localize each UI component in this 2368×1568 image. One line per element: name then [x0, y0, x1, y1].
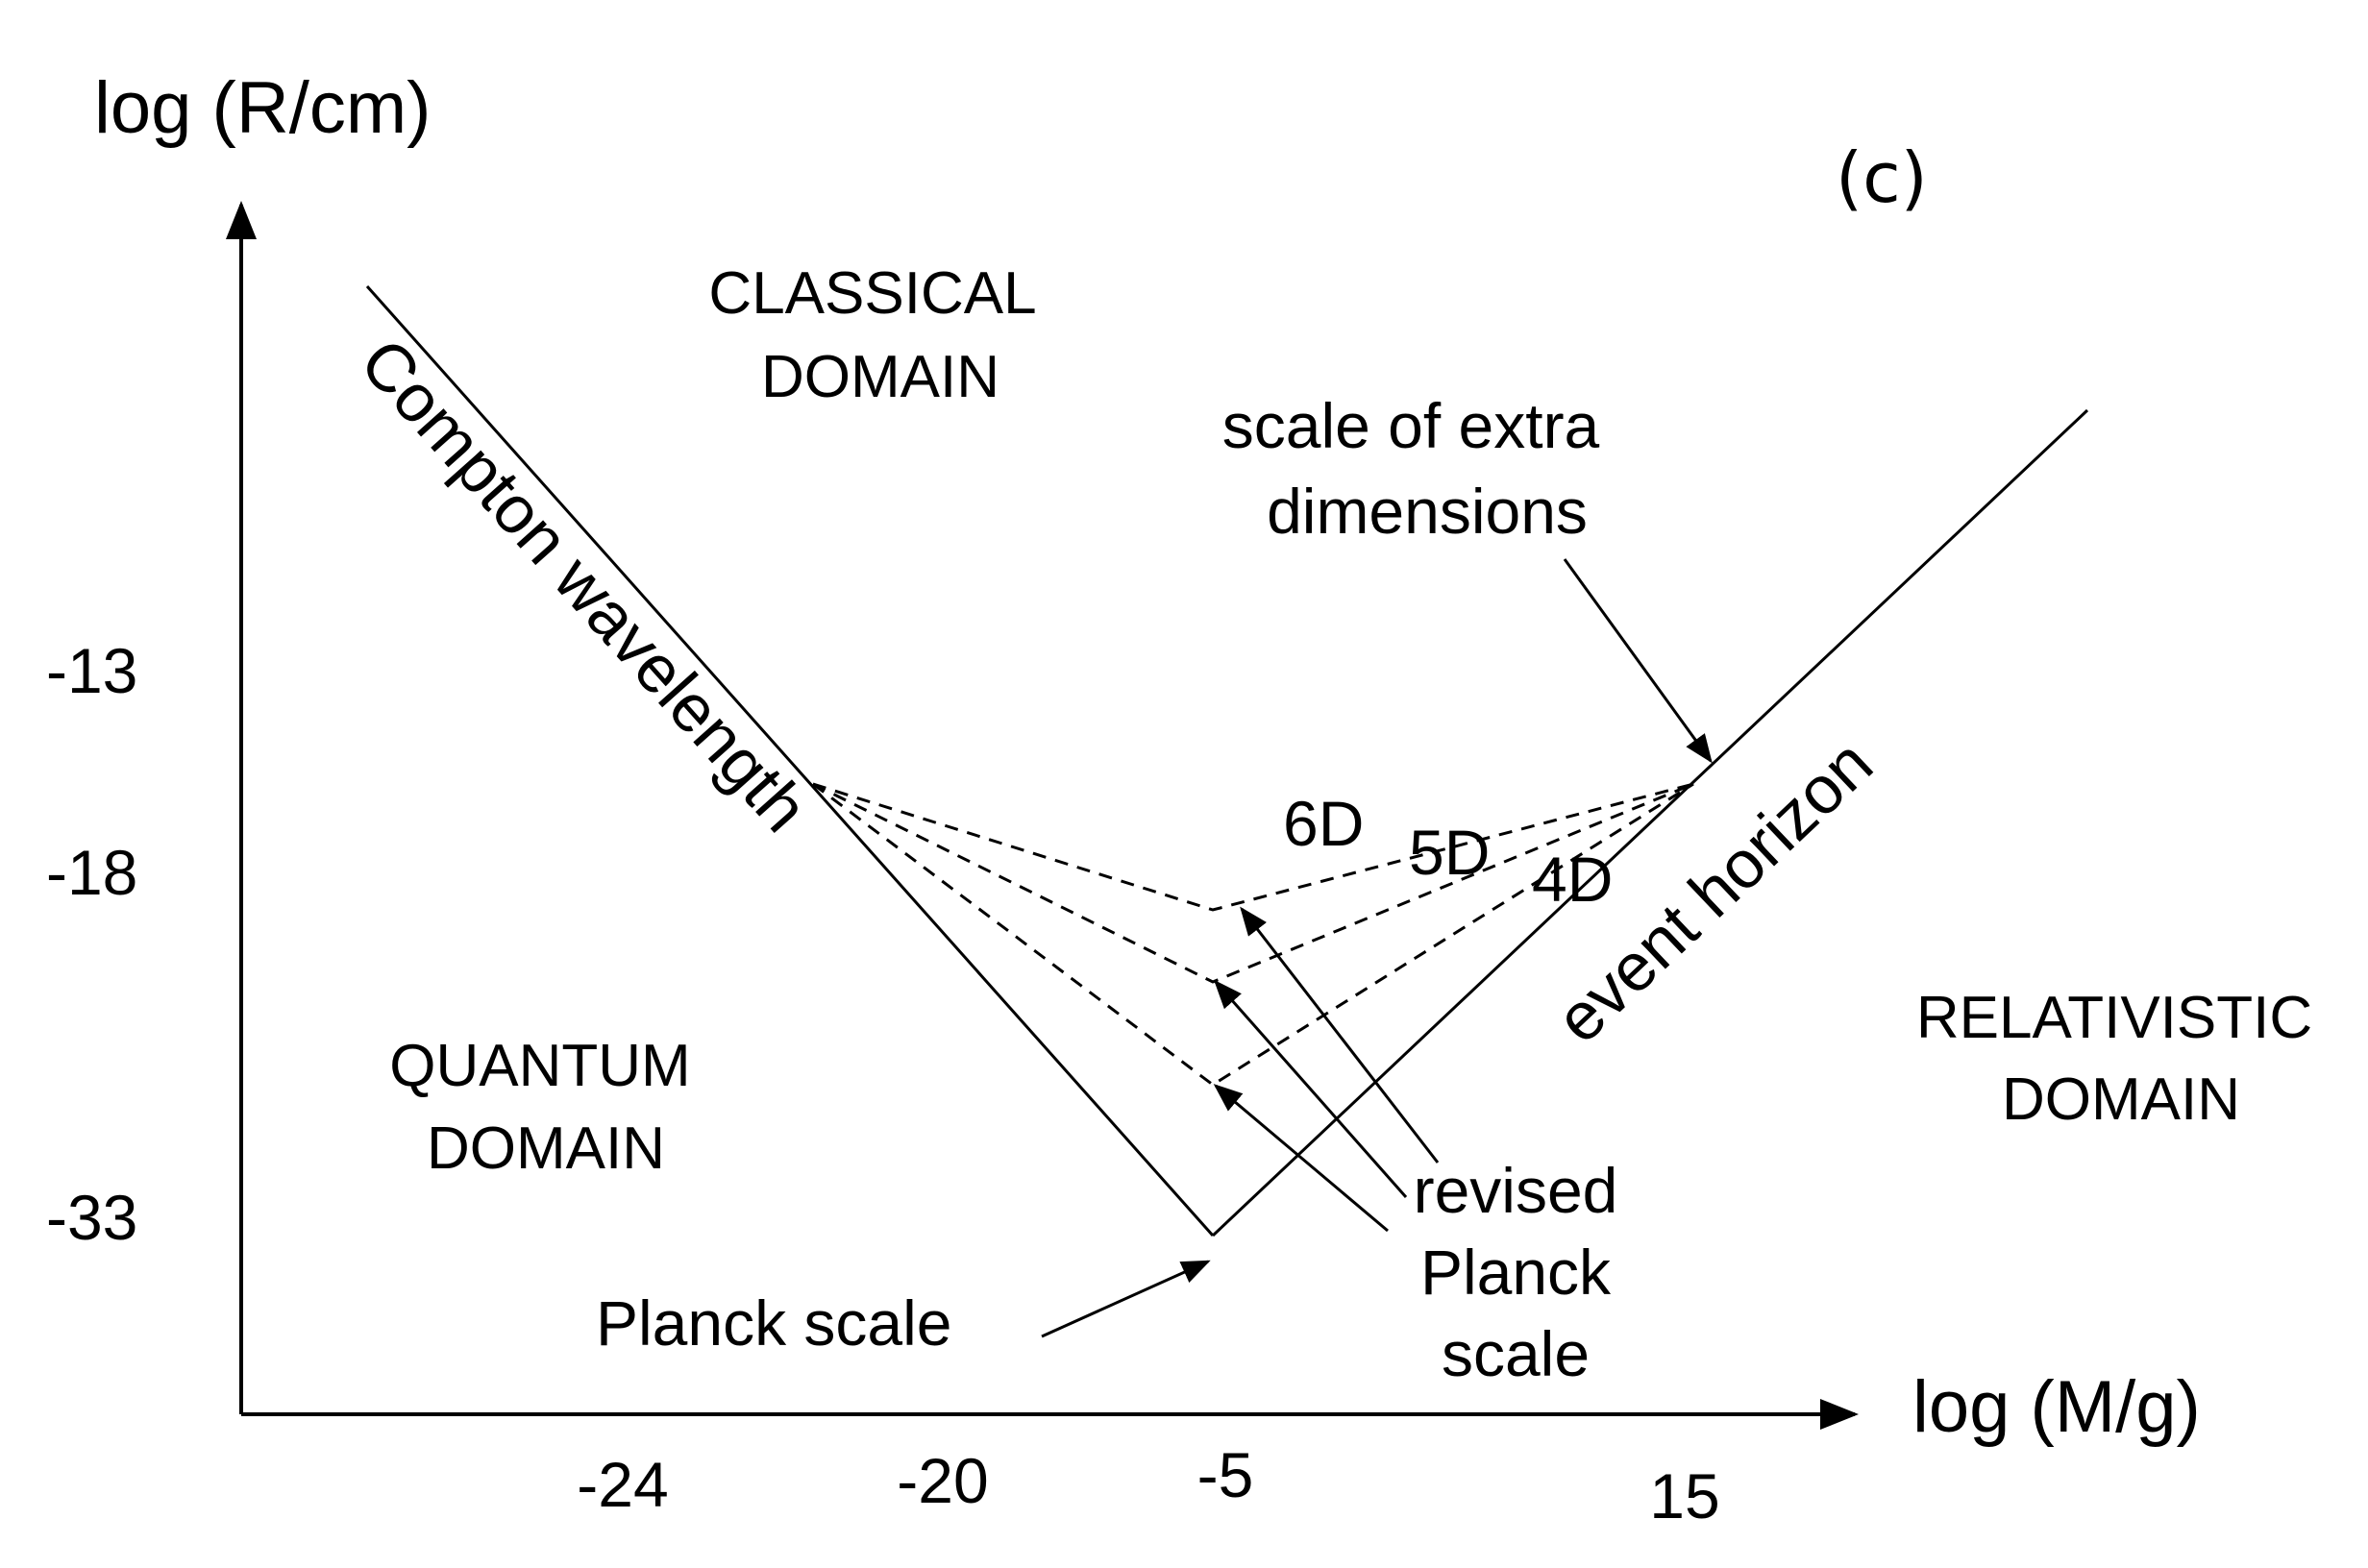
planck-scale-label: Planck scale	[596, 1287, 952, 1359]
x-axis-title: log (M/g)	[1912, 1366, 2201, 1448]
revised-planck-arrow-6d	[1240, 906, 1440, 1164]
dimension-5d-label: 5D	[1409, 817, 1490, 888]
compton-wavelength-label: Compton wavelength	[346, 325, 823, 846]
quantum-domain-label: QUANTUM	[389, 1033, 690, 1099]
relativistic-domain-label: RELATIVISTIC	[1916, 985, 2312, 1051]
y-axis-title: log (R/cm)	[94, 67, 431, 149]
dashed-curve-5d	[812, 782, 1694, 984]
compton-wavelength-line	[365, 285, 1215, 1237]
classical-domain-label: DOMAIN	[761, 344, 999, 410]
x-tick-label: 15	[1649, 1460, 1719, 1531]
quantum-domain-label: DOMAIN	[427, 1115, 665, 1182]
revised-planck-label: Planck	[1420, 1237, 1612, 1308]
event-horizon-line	[1211, 408, 2089, 1237]
dimension-6d-label: 6D	[1283, 788, 1364, 859]
classical-domain-label: CLASSICAL	[708, 260, 1036, 327]
extra-dimensions-arrow	[1563, 558, 1713, 764]
x-tick-label: -5	[1197, 1439, 1254, 1510]
x-tick-label: -20	[897, 1445, 988, 1516]
y-tick-label: -33	[46, 1182, 137, 1253]
x-tick-label: -24	[577, 1449, 668, 1520]
dashed-curve-6d	[812, 782, 1694, 912]
extra-dimensions-label: scale of extra	[1222, 390, 1600, 461]
relativistic-domain-label: DOMAIN	[2002, 1066, 2240, 1133]
planck-scale-arrow	[1041, 1260, 1211, 1338]
revised-planck-arrow-5d	[1214, 979, 1408, 1198]
dimension-4d-label: 4D	[1532, 844, 1613, 915]
revised-planck-label: scale	[1442, 1318, 1590, 1389]
revised-planck-arrow-4d	[1213, 1084, 1389, 1233]
y-tick-label: -13	[46, 635, 137, 706]
y-tick-label: -18	[46, 837, 137, 908]
revised-planck-label: revised	[1414, 1155, 1618, 1226]
extra-dimensions-label: dimensions	[1267, 476, 1588, 547]
panel-label: (c)	[1836, 137, 1928, 218]
dashed-curve-4d	[812, 782, 1694, 1087]
